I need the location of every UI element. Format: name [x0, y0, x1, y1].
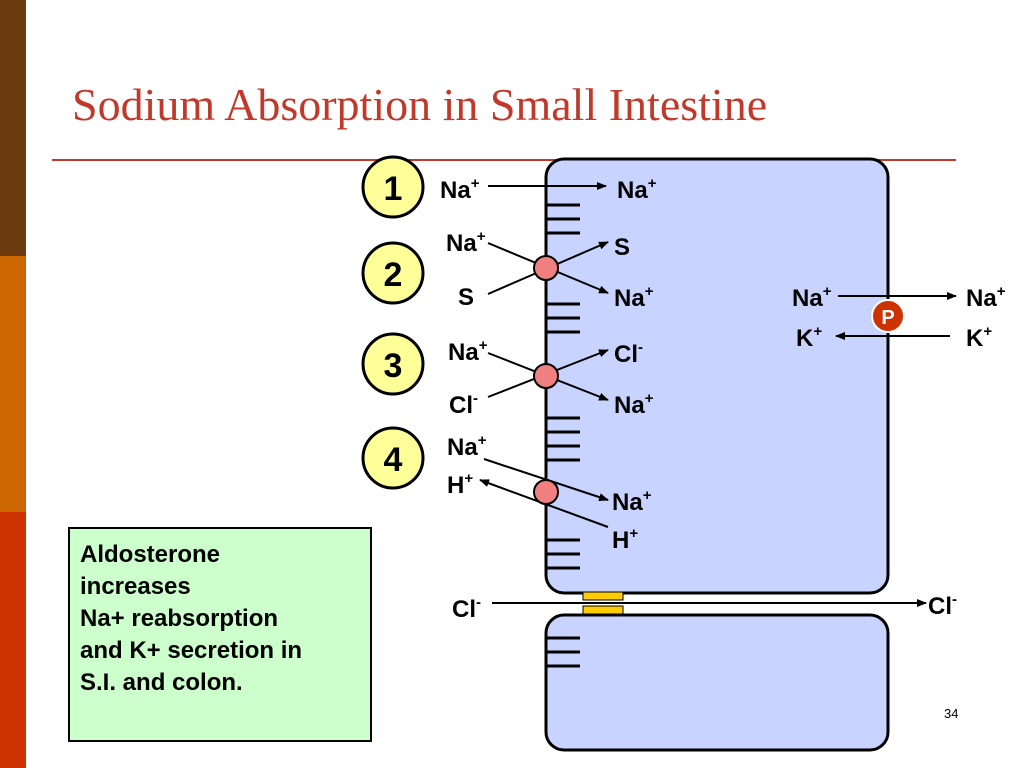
step-4-number: 4 [384, 441, 403, 479]
step-3-na-out-label: Na+ [448, 337, 488, 366]
paracellular-cl-blood-label: Cl- [928, 591, 957, 620]
step-1-na-out-label: Na+ [440, 175, 480, 204]
step-2-number: 2 [384, 256, 403, 294]
tight-junction-lower [582, 605, 624, 615]
tight-junction-upper [582, 591, 624, 601]
step-4-marker: 4 [361, 426, 425, 490]
pump-k-in-label: K+ [796, 323, 822, 352]
step-3-carrier [533, 363, 559, 389]
step-1-number: 1 [384, 170, 403, 208]
step-3-na-in-label: Na+ [614, 390, 654, 419]
slide-title: Sodium Absorption in Small Intestine [72, 79, 768, 130]
step-3-marker: 3 [361, 332, 425, 396]
step-3-cl-out-label: Cl- [449, 390, 478, 419]
step-1-na-in-label: Na+ [617, 175, 657, 204]
title-underline [52, 159, 956, 161]
step-4-h-in-label: H+ [612, 525, 638, 554]
step-2-s-out-label: S [458, 284, 474, 311]
step-3-number: 3 [384, 347, 403, 385]
step-4-carrier [533, 479, 559, 505]
side-bar-top [0, 0, 26, 256]
paracellular-cl-lumen-label: Cl- [452, 594, 481, 623]
step-2-carrier [533, 255, 559, 281]
step-2-s-in-label: S [614, 234, 630, 261]
note-line-1: Aldosterone [80, 541, 221, 568]
aldosterone-note-box: Aldosterone increases Na+ reabsorption a… [68, 527, 372, 742]
pump-k-out-label: K+ [966, 323, 992, 352]
side-bar-middle [0, 256, 26, 512]
pump-na-in-label: Na+ [792, 283, 832, 312]
pump-na-out-label: Na+ [966, 283, 1006, 312]
step-1-marker: 1 [361, 155, 425, 219]
step-4-h-out-label: H+ [447, 470, 473, 499]
step-4-na-out-label: Na+ [447, 432, 487, 461]
brush-border-microvilli [546, 203, 580, 668]
lower-enterocyte-cell [544, 613, 890, 752]
step-2-marker: 2 [361, 241, 425, 305]
side-bar-bottom [0, 512, 26, 768]
pump-label: P [881, 307, 894, 329]
step-2-na-in-label: Na+ [614, 283, 654, 312]
note-line-2: increases [80, 573, 191, 600]
step-2-na-out-label: Na+ [446, 228, 486, 257]
note-line-4: and K+ secretion in [80, 637, 303, 664]
step-3-cl-in-label: Cl- [614, 339, 643, 368]
note-line-3: Na+ reabsorption [80, 605, 279, 632]
page-number: 34 [944, 706, 959, 721]
step-4-na-in-label: Na+ [612, 487, 652, 516]
note-line-5: S.I. and colon. [80, 669, 243, 696]
enterocyte-cell [544, 157, 890, 595]
na-k-pump [871, 299, 905, 333]
